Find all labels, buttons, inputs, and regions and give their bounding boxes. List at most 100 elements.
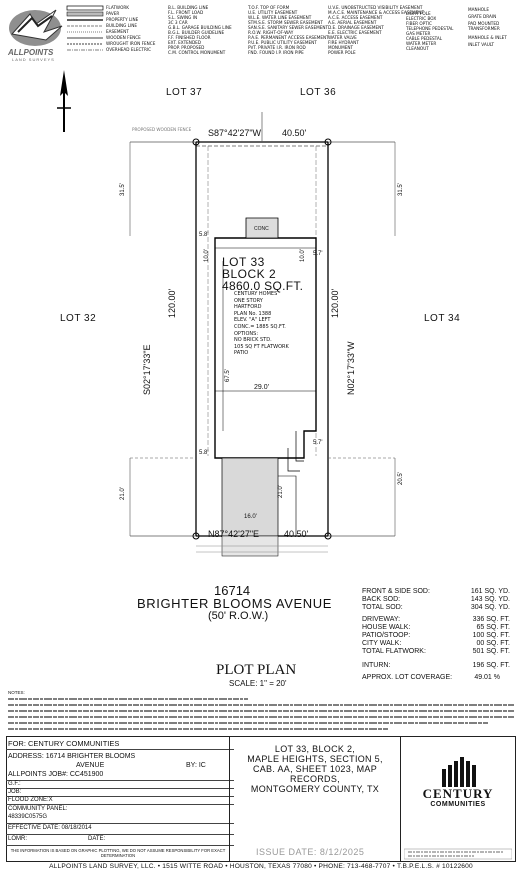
form-address-2: AVENUE — [76, 762, 105, 769]
house-note: PLAN No. 1388 — [234, 310, 272, 317]
legend-symbol: FIBER OPTIC — [406, 21, 432, 26]
walk-line — [278, 475, 297, 536]
legend-abbr: S.L. SWING IN — [168, 15, 198, 20]
legend-line-names: FLATWORK PAVER PROPERTY LINE BUILDING LI… — [106, 5, 155, 52]
form-address-1: ADDRESS: 16714 BRIGHTER BLOOMS — [8, 753, 136, 760]
brand-name: CENTURY — [422, 786, 494, 801]
brand-block — [400, 736, 516, 862]
sod-flatwork-summary: FRONT & SIDE SOD: 161 SQ. YD. BACK SOD: … — [362, 588, 510, 698]
form-job-no: ALLPOINTS JOB#: CC451900 — [8, 771, 104, 778]
summary-label: PATIO/STOOP: — [362, 632, 411, 639]
form-disclaimer: THE INFORMATION IS BASED ON GRAPHIC PLOT… — [10, 848, 226, 858]
bottom-distance: 40.50' — [284, 529, 309, 539]
form-lomr: LOMR: — [8, 836, 28, 842]
legend-abbr: 3C 3 CAR — [168, 20, 188, 25]
legend-item: BUILDING LINE — [106, 23, 138, 28]
legend-abbr: SAN.S.E. SANITARY SEWER EASEMENT — [248, 25, 329, 30]
dim-5-7-bottom: 5.7' — [313, 440, 323, 446]
legend-abbr: G.B.L. GARAGE BUILDING LINE — [168, 25, 232, 30]
legend-abbr: U.V.E. UNOBSTRUCTED VISIBILITY EASEMENT — [328, 5, 423, 10]
logo-globe-icon — [9, 9, 63, 46]
summary-value: 336 SQ. FT. — [472, 616, 510, 623]
legend-abbr: PROP. PROPOSED — [168, 45, 205, 50]
legend-line-samples — [66, 5, 104, 61]
left-distance: 120.00' — [167, 288, 177, 318]
dim-5-7-top: 5.7' — [313, 251, 323, 257]
street-name: BRIGHTER BLOOMS AVENUE — [137, 596, 332, 611]
form-panel-label: COMMUNITY PANEL: — [8, 806, 68, 812]
legend-abbr: PVT. PRIVATE I.R. IRON ROD — [248, 45, 306, 50]
area-title: 4860.0 SQ.FT. — [222, 279, 304, 293]
legend-abbr: EXT. EXTENDED — [168, 40, 202, 45]
form-divider — [6, 804, 234, 805]
form-job: JOB: — [8, 789, 22, 795]
monument-icon — [324, 532, 332, 540]
summary-value: 100 SQ. FT. — [472, 632, 510, 639]
legend-symbol: MANHOLE & INLET — [468, 35, 507, 40]
stoop-line — [287, 448, 300, 472]
summary-label: INTURN: — [362, 662, 391, 669]
summary-value: 49.01 % — [474, 674, 500, 681]
legend-abbr: F.L. FRONT LOAD — [168, 10, 204, 15]
lot-32-label: LOT 32 — [60, 313, 97, 324]
legend-symbol: GRATE DRAIN — [468, 14, 497, 19]
form-by: BY: IC — [186, 762, 206, 769]
legend-symbols: LIGHT POLE ELECTRIC BOX FIBER OPTIC TELE… — [406, 11, 453, 51]
house-note: NO BRICK STD. — [234, 337, 272, 344]
lot-36-label: LOT 36 — [300, 87, 337, 98]
house-note: OPTIONS: — [234, 330, 259, 337]
legend-symbol: CABLE PEDESTAL — [406, 36, 443, 41]
allpoints-logo: ALLPOINTS LAND SURVEYS — [6, 4, 64, 62]
legend-symbol: INLET VAULT — [468, 42, 495, 47]
summary-value: 501 SQ. FT. — [472, 648, 510, 655]
form-gf: G.F.: — [8, 781, 21, 787]
scale-label: SCALE: 1" = 20' — [229, 679, 287, 688]
dim-10-b: 10.0' — [300, 249, 306, 262]
legend-abbr: A.C.E. ACCESS EASEMENT — [328, 15, 383, 20]
right-bearing: N02°17'33"W — [346, 341, 356, 395]
street-row: (50' R.O.W.) — [208, 610, 269, 622]
legend-abbr: B.G.L. BUILDER GUIDELINE — [168, 30, 225, 35]
street-number: 16714 — [214, 583, 251, 598]
summary-value: 00 SQ. FT. — [476, 640, 510, 647]
left-offset-bottom: 21.0' — [120, 487, 126, 500]
right-distance: 120.00' — [330, 288, 340, 318]
legend-abbr: F.F. FINISHED FLOOR — [168, 35, 211, 40]
dim-drive-a: 21.0' — [278, 485, 284, 498]
dim-10-a: 10.0' — [204, 249, 210, 262]
form-divider — [6, 788, 234, 789]
monument-icon — [324, 138, 332, 146]
legend-item: PROPERTY LINE — [106, 17, 139, 22]
summary-label: TOTAL SOD: — [362, 604, 403, 611]
summary-value: 143 SQ. YD. — [470, 596, 510, 603]
legend-abbr: C.M. CONTROL MONUMENT — [168, 50, 226, 55]
form-flood: FLOOD ZONE:X — [8, 797, 53, 803]
legend-item: OVERHEAD ELECTRIC — [106, 47, 152, 52]
lot-37-label: LOT 37 — [166, 87, 203, 98]
legend-abbr: W.L.E. WATER LINE EASEMENT — [248, 15, 312, 20]
right-offset-bottom: 20.5' — [398, 472, 404, 485]
legend-abbr: FIRE HYDRANT — [328, 40, 359, 45]
legend-abbr: M.A.C.E. MAINTENANCE & ACCESS EASEMENT — [328, 10, 424, 15]
form-divider — [6, 845, 234, 846]
stoop-line — [295, 431, 304, 462]
plot-plan-title: PLOT PLAN — [216, 662, 297, 678]
house-note: HARTFORD — [234, 304, 262, 311]
legend-abbr: FND. FOUND I.P. IRON PIPE — [248, 50, 304, 55]
notes-text-block — [8, 698, 514, 730]
house-note: PATIO — [234, 350, 249, 357]
dim-house-depth: 67.5' — [225, 369, 231, 382]
legend-abbr-col-2: T.O.F. TOP OF FORM U.E. UTILITY EASEMENT… — [248, 5, 329, 55]
house-notes: CENTURY HOMES ONE STORY HARTFORD PLAN No… — [234, 291, 289, 357]
monument-icon — [192, 138, 200, 146]
summary-label: CITY WALK: — [362, 640, 402, 647]
dim-house-width: 29.0' — [254, 384, 269, 391]
form-divider — [6, 834, 234, 835]
issue-date: ISSUE DATE: 8/12/2025 — [256, 847, 365, 857]
dim-5-8-top: 5.8' — [199, 232, 209, 238]
house-note: ONE STORY — [234, 297, 263, 304]
legend-abbr: P.A.E. PERMANENT ACCESS EASEMENT — [248, 35, 329, 40]
top-distance: 40.50' — [282, 128, 307, 138]
legend-abbr: WATER VALVE — [328, 35, 357, 40]
